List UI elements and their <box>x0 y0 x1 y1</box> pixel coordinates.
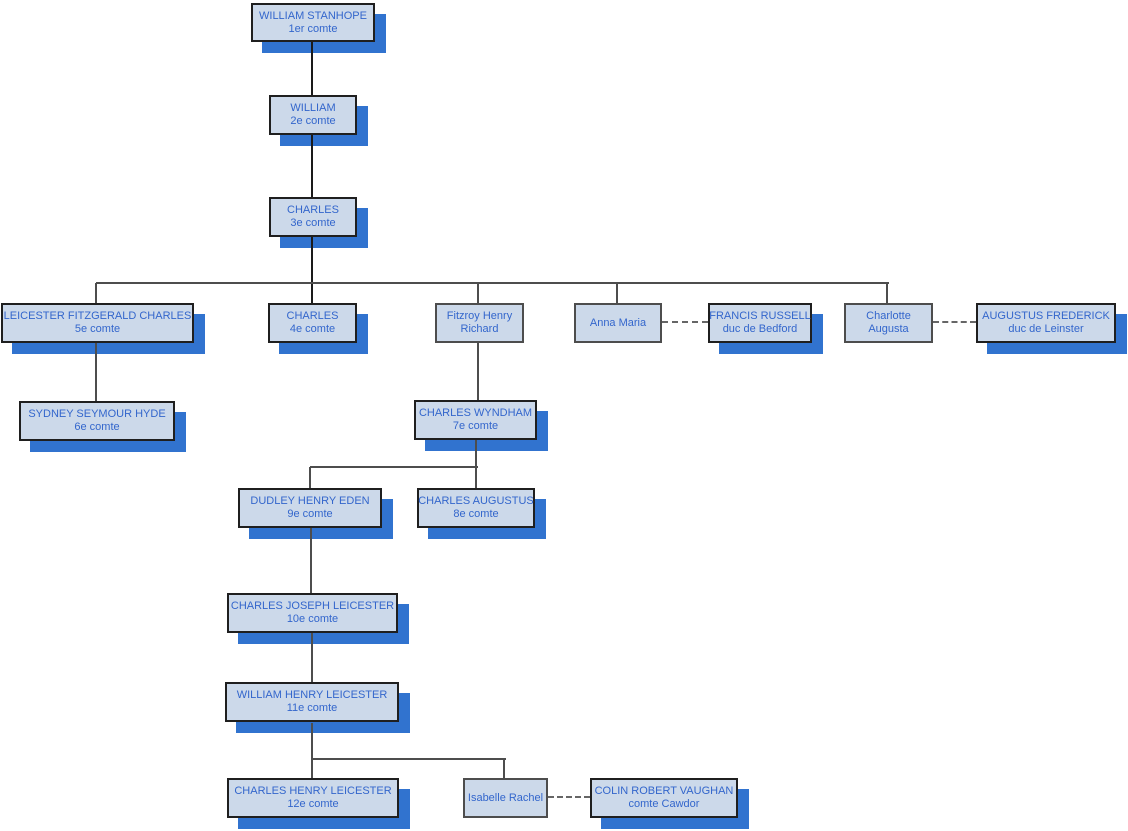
descent-connector-line <box>616 283 618 303</box>
descent-connector-line <box>309 467 311 488</box>
marriage-connector-line <box>548 796 590 798</box>
person-title: 4e comte <box>289 323 336 335</box>
person-name: SYDNEY SEYMOUR HYDE <box>28 408 166 420</box>
person-name: CHARLES HENRY LEICESTER <box>234 785 392 797</box>
person-title: 2e comte <box>290 115 336 127</box>
descent-connector-line <box>311 42 313 95</box>
person-title: Richard <box>460 323 499 335</box>
descent-connector-line <box>311 135 313 197</box>
person-name: Fitzroy Henry <box>446 310 513 322</box>
descent-connector-line <box>886 283 888 303</box>
person-name: Anna Maria <box>589 316 647 329</box>
person-title: 10e comte <box>286 613 339 625</box>
person-title: 3e comte <box>290 217 336 229</box>
person-title: 12e comte <box>287 798 339 810</box>
person-name: WILLIAM <box>290 102 336 114</box>
person-title: 7e comte <box>452 420 499 432</box>
person-name: AUGUSTUS FREDERICK <box>982 310 1110 322</box>
descent-connector-line <box>96 282 889 284</box>
person-title: duc de Leinster <box>1008 323 1084 335</box>
person-title: Augusta <box>868 323 909 335</box>
descent-connector-line <box>95 283 97 303</box>
person-node-anna-maria: Anna Maria <box>574 303 662 343</box>
person-name: CHARLES WYNDHAM <box>418 407 533 419</box>
person-name: FRANCIS RUSSELL <box>709 310 811 322</box>
person-name: CHARLES AUGUSTUS <box>418 495 534 507</box>
person-name: CHARLES JOSEPH LEICESTER <box>230 600 395 612</box>
person-title: 9e comte <box>287 508 333 520</box>
person-name: COLIN ROBERT VAUGHAN <box>594 785 734 797</box>
person-title: duc de Bedford <box>722 323 798 335</box>
person-node-isabelle-rachel: Isabelle Rachel <box>463 778 548 818</box>
person-name: WILLIAM STANHOPE <box>259 9 367 22</box>
descent-connector-line <box>312 758 506 760</box>
person-title: 6e comte <box>74 421 120 433</box>
marriage-connector-line <box>662 321 708 323</box>
person-name: WILLIAM HENRY LEICESTER <box>236 689 388 701</box>
person-name: DUDLEY HENRY EDEN <box>250 495 370 507</box>
descent-connector-line <box>311 723 313 760</box>
descent-connector-line <box>311 237 313 303</box>
marriage-connector-line <box>933 321 976 323</box>
descent-connector-line <box>477 283 479 303</box>
person-title: 8e comte <box>453 508 499 520</box>
descent-connector-line <box>310 528 312 593</box>
person-title: 5e comte <box>74 323 121 335</box>
descent-connector-line <box>311 633 313 682</box>
person-name: LEICESTER FITZGERALD CHARLES <box>3 310 192 322</box>
person-title: 11e comte <box>286 702 338 714</box>
descent-connector-line <box>475 440 477 468</box>
person-name: Charlotte <box>866 310 911 322</box>
descent-connector-line <box>95 343 97 401</box>
person-name: Isabelle Rachel <box>467 791 544 804</box>
descent-connector-line <box>311 759 313 778</box>
descent-connector-line <box>503 759 505 778</box>
descent-connector-line <box>310 466 478 468</box>
descent-connector-line <box>475 467 477 488</box>
person-title: 1er comte <box>288 22 338 35</box>
descent-connector-line <box>477 343 479 400</box>
person-name: CHARLES <box>287 204 339 216</box>
person-name: CHARLES <box>286 310 339 322</box>
person-title: comte Cawdor <box>628 798 700 810</box>
